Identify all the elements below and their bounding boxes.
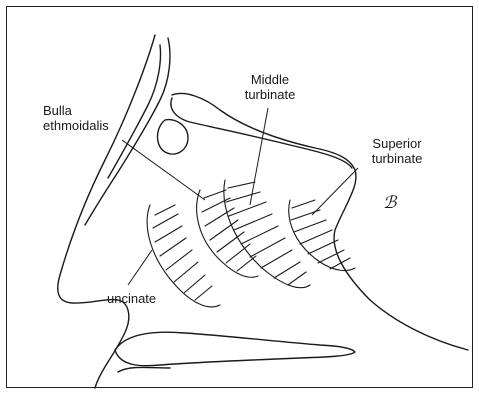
leader-middle: [250, 108, 268, 205]
superior-turbinate-hatch: [291, 200, 350, 269]
hard-palate: [115, 332, 355, 366]
uncinate-hatch: [153, 205, 212, 300]
leader-bulla: [122, 140, 205, 200]
bulla-turbinate-shape: [197, 190, 258, 277]
label-bulla-line1: Bulla: [43, 103, 109, 118]
bulla-outline: [158, 120, 189, 154]
palate-lower: [118, 367, 170, 372]
bulla-turbinate-hatch: [202, 190, 256, 271]
label-middle-line2: turbinate: [238, 87, 302, 102]
label-bulla-line2: ethmoidalis: [43, 118, 109, 133]
label-uncinate: uncinate: [107, 291, 156, 306]
label-superior-line1: Superior: [362, 136, 432, 151]
frontal-bone-inner: [108, 45, 161, 178]
label-superior-line2: turbinate: [362, 151, 432, 166]
superior-turbinate-shape: [289, 200, 355, 270]
label-middle-turbinate: Middle turbinate: [238, 72, 302, 102]
leader-uncinate: [128, 250, 152, 285]
ethmoid-roof-loop: [171, 98, 352, 168]
label-superior-turbinate: Superior turbinate: [362, 136, 432, 166]
artist-signature: ℬ: [383, 196, 396, 211]
middle-turbinate-shape: [224, 180, 310, 288]
label-middle-line1: Middle: [238, 72, 302, 87]
leader-superior: [312, 168, 358, 215]
label-bulla-ethmoidalis: Bulla ethmoidalis: [43, 103, 109, 133]
